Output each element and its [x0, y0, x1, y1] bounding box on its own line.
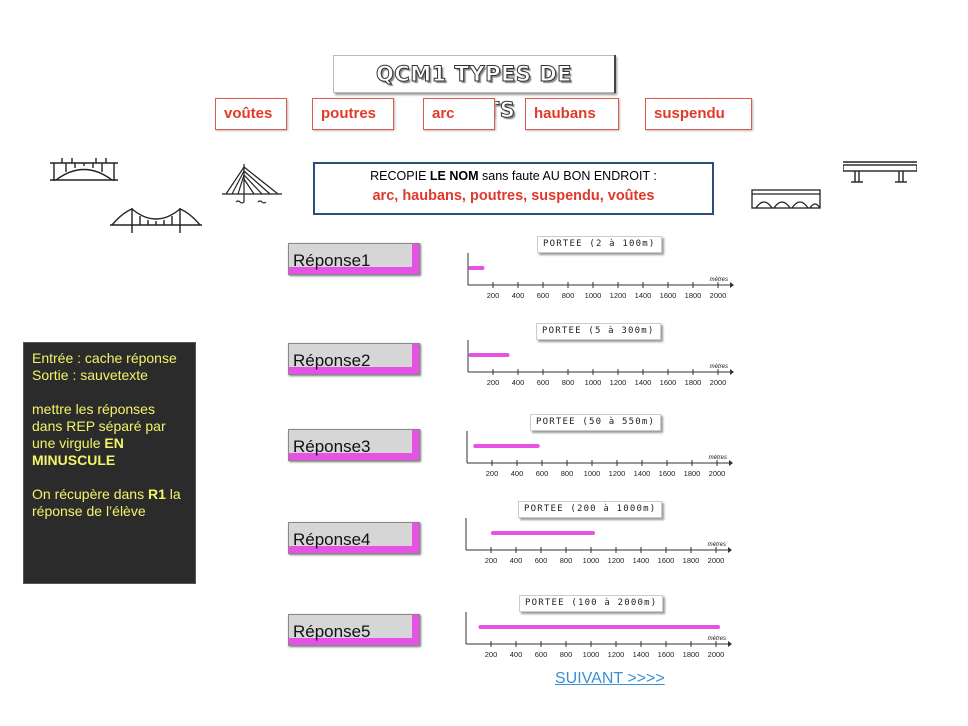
chip-voutes[interactable]: voûtes [215, 98, 287, 130]
instruction-word-list: arc, haubans, poutres, suspendu, voûtes [372, 188, 655, 204]
span-scale-5: 200 400 600 800 1000 1200 1400 1600 1800 2000 mètr… [465, 612, 732, 659]
tick-label: 1400 [633, 650, 650, 659]
tick-label: 400 [510, 650, 523, 659]
axis-arrow [728, 547, 732, 553]
unit-label: mètres [710, 277, 728, 283]
tick-label: 1600 [659, 469, 676, 478]
span-scale-2: 200 400 600 800 1000 1200 1400 1600 1800 2000 mètr… [467, 340, 734, 387]
chip-arc[interactable]: arc [423, 98, 495, 130]
tick-label: 600 [535, 556, 548, 565]
axis-arrow [730, 282, 734, 288]
instruction-box: RECOPIE LE NOM sans faute AU BON ENDROIT… [313, 162, 714, 215]
tick-label: 2000 [709, 469, 726, 478]
tick-label: 800 [562, 378, 575, 387]
tick-label: 1200 [610, 378, 627, 387]
tick-label: 1200 [608, 650, 625, 659]
chip-haubans[interactable]: haubans [525, 98, 619, 130]
tick-label: 1000 [583, 650, 600, 659]
axis-arrow [728, 641, 732, 647]
tick-label: 1400 [635, 378, 652, 387]
tick-label: 200 [485, 556, 498, 565]
tick-label: 1000 [585, 291, 602, 300]
tick-label: 1400 [633, 556, 650, 565]
cable-stayed-bridge-icon [222, 164, 282, 204]
span-scale-1: 200 400 600 800 1000 1200 1400 1600 1800 2000 mètr… [467, 253, 734, 300]
tick-label: 1600 [658, 556, 675, 565]
tick-label: 1200 [609, 469, 626, 478]
tick-label: 200 [485, 650, 498, 659]
arch-truss-bridge-icon [50, 158, 118, 181]
response-field-3[interactable]: Réponse3 [288, 429, 420, 461]
unit-label: mètres [710, 364, 728, 370]
next-link[interactable]: SUIVANT >>>> [555, 670, 665, 687]
tick-label: 800 [560, 650, 573, 659]
tick-label: 400 [511, 469, 524, 478]
tick-label: 400 [512, 291, 525, 300]
response-field-4[interactable]: Réponse4 [288, 522, 420, 554]
beam-bridge-icon [843, 161, 917, 183]
tick-label: 1200 [608, 556, 625, 565]
tick-label: 1400 [635, 291, 652, 300]
response-field-1[interactable]: Réponse1 [288, 243, 420, 275]
tick-label: 600 [537, 291, 550, 300]
tick-label: 1600 [660, 291, 677, 300]
response-field-5[interactable]: Réponse5 [288, 614, 420, 646]
tick-label: 1800 [684, 469, 701, 478]
tick-label: 600 [536, 469, 549, 478]
span-range-label-4: PORTEE (200 à 1000m) [518, 501, 663, 518]
tick-label: 1400 [634, 469, 651, 478]
tick-label: 2000 [710, 291, 727, 300]
span-range-label-5: PORTEE (100 à 2000m) [519, 595, 664, 612]
tick-label: 400 [512, 378, 525, 387]
tick-label: 1000 [584, 469, 601, 478]
instruction-line: RECOPIE LE NOM sans faute AU BON ENDROIT… [370, 169, 657, 183]
tick-label: 600 [537, 378, 550, 387]
span-range-label-2: PORTEE (5 à 300m) [536, 323, 661, 340]
tick-label: 1000 [585, 378, 602, 387]
axis-arrow [730, 369, 734, 375]
title-accent-bar [614, 55, 616, 93]
tick-label: 1600 [660, 378, 677, 387]
span-scale-3: 200 400 600 800 1000 1200 1400 1600 1800 2000 mètr… [466, 431, 733, 478]
author-note: Entrée : cache réponse Sortie : sauvetex… [23, 342, 196, 584]
unit-label: mètres [708, 636, 726, 642]
tick-label: 600 [535, 650, 548, 659]
tick-label: 400 [510, 556, 523, 565]
tick-label: 1800 [683, 650, 700, 659]
chip-suspendu[interactable]: suspendu [645, 98, 752, 130]
tick-label: 200 [487, 378, 500, 387]
tick-label: 200 [486, 469, 499, 478]
span-scale-4: 200 400 600 800 1000 1200 1400 1600 1800 2000 mètr… [465, 518, 732, 565]
tick-label: 800 [561, 469, 574, 478]
tick-label: 2000 [708, 556, 725, 565]
tick-label: 2000 [708, 650, 725, 659]
tick-label: 1800 [685, 378, 702, 387]
tick-label: 1000 [583, 556, 600, 565]
page-title: QCM1 TYPES DE PONTS [333, 55, 615, 123]
chip-poutres[interactable]: poutres [312, 98, 394, 130]
suspension-bridge-icon [110, 208, 202, 233]
unit-label: mètres [708, 542, 726, 548]
tick-label: 2000 [710, 378, 727, 387]
tick-label: 1200 [610, 291, 627, 300]
span-range-label-3: PORTEE (50 à 550m) [530, 414, 662, 431]
tick-label: 1600 [658, 650, 675, 659]
response-field-2[interactable]: Réponse2 [288, 343, 420, 375]
axis-arrow [729, 460, 733, 466]
tick-label: 800 [562, 291, 575, 300]
span-range-label-1: PORTEE (2 à 100m) [537, 236, 662, 253]
stone-arch-bridge-icon [751, 189, 821, 209]
tick-label: 800 [560, 556, 573, 565]
unit-label: mètres [709, 455, 727, 461]
tick-label: 1800 [685, 291, 702, 300]
tick-label: 1800 [683, 556, 700, 565]
tick-label: 200 [487, 291, 500, 300]
